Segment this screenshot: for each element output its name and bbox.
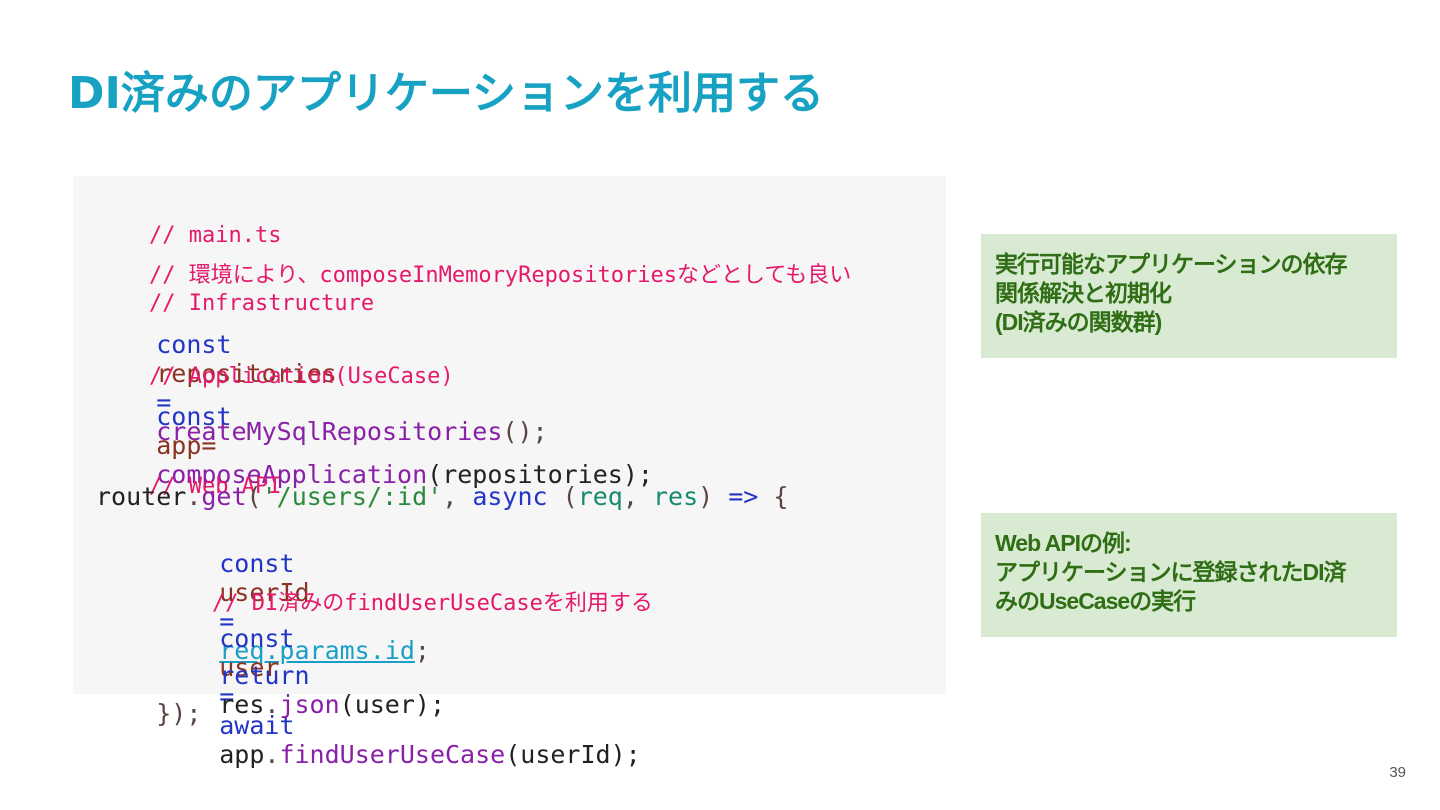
code-comment-web-api: // Web API — [148, 474, 282, 499]
note-text: 関係解決と初期化 — [995, 280, 1172, 306]
page-number: 39 — [1389, 764, 1406, 781]
note-text: Web APIの例: — [995, 530, 1132, 556]
code-comment-di-usecase: // DI済みのfindUserUseCaseを利用する — [211, 591, 653, 616]
note-text: みのUseCaseの実行 — [995, 588, 1196, 614]
code-line-userid: const userId = req.params.id; — [219, 549, 430, 665]
note-dependency-resolution: 実行可能なアプリケーションの依存 関係解決と初期化 (DI済みの関数群) — [981, 234, 1397, 358]
req-params-id-link[interactable]: req.params.id — [219, 636, 415, 665]
code-comment-main-ts: // main.ts — [148, 223, 282, 248]
code-comment-environment: // 環境により、composeInMemoryRepositoriesなどとし… — [148, 263, 852, 288]
note-text: 実行可能なアプリケーションの依存 — [995, 251, 1348, 277]
code-line-user: const user = await app.findUserUseCase(u… — [219, 624, 641, 769]
code-line-return: return res.json(user); — [219, 661, 446, 719]
code-comment-application: // Application(UseCase) — [148, 364, 454, 389]
note-text: アプリケーションに登録されたDI済 — [995, 559, 1347, 585]
note-web-api-example: Web APIの例: アプリケーションに登録されたDI済 みのUseCaseの実… — [981, 513, 1397, 637]
code-comment-infrastructure: // Infrastructure — [148, 291, 375, 316]
code-block: // main.ts // 環境により、composeInMemoryRepos… — [73, 176, 946, 769]
slide-title: DI済みのアプリケーションを利用する — [68, 68, 825, 119]
code-line-app: const app= composeApplication(repositori… — [156, 402, 653, 489]
code-line-repositories: const repositories = createMySqlReposito… — [156, 330, 548, 446]
code-line-close: }); — [156, 699, 202, 728]
code-line-router: router.get('/users/:id', async (req, res… — [96, 482, 789, 511]
note-text: (DI済みの関数群) — [995, 309, 1162, 335]
